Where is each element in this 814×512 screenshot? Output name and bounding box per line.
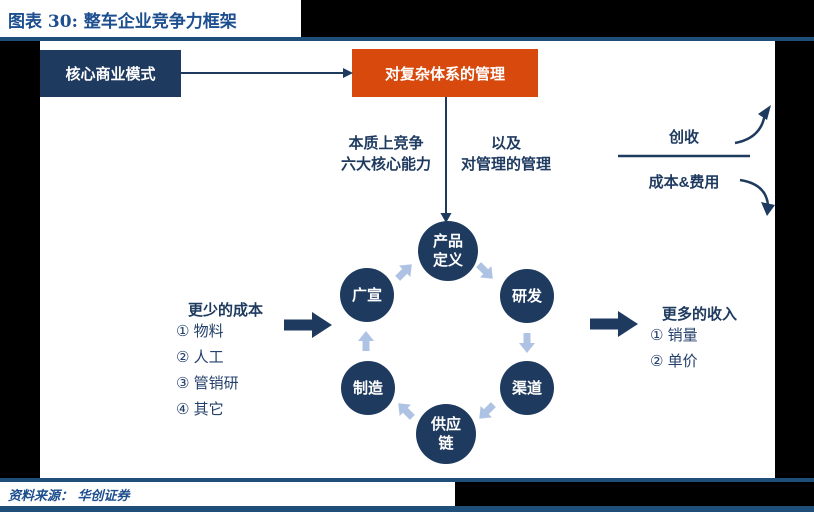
cycle-arrow-supply-to-manufacturing [398, 403, 415, 420]
core-business-model-box: 核心商业模式 [40, 50, 181, 97]
cycle-node-manufacturing: 制造 [341, 361, 395, 415]
bottom-divider-rule [0, 478, 814, 482]
top-divider-rule [0, 37, 814, 41]
box-connector-arrowhead [343, 68, 353, 78]
cycle-arrow-manufacturing-to-promotion [358, 331, 374, 351]
six-core-capabilities-label: 本质上竞争 六大核心能力 [328, 133, 444, 175]
more-revenue-list: ① 销量 ② 单价 [650, 323, 698, 375]
revenue-item-price: ② 单价 [650, 353, 698, 370]
cycle-node-channel: 渠道 [500, 361, 554, 415]
cycle-arrow-rnd-to-channel [519, 333, 535, 353]
more-revenue-block-arrow [590, 311, 638, 337]
management-of-management-line1: 以及 [490, 135, 521, 152]
node-manufacturing-label: 制造 [352, 379, 383, 397]
node-promotion-label: 广宣 [351, 286, 382, 304]
node-supply-line2: 链 [438, 435, 454, 452]
node-product-line2: 定义 [432, 252, 463, 269]
cycle-node-promotion: 广宣 [340, 268, 394, 322]
source-credit: 资料来源： 华创证券 [8, 489, 130, 504]
complex-system-management-box: 对复杂体系的管理 [352, 49, 538, 97]
revenue-up-arrowhead [758, 105, 771, 120]
node-supply-line1: 供应 [430, 416, 461, 433]
cycle-arrows [358, 262, 535, 420]
source-band: 资料来源： 华创证券 [0, 482, 455, 506]
cycle-node-rnd: 研发 [500, 269, 554, 323]
drop-arrowhead [440, 213, 452, 223]
cost-item-materials: ① 物料 [176, 323, 224, 340]
revenue-item-volume: ① 销量 [650, 327, 698, 344]
connector-layer [181, 68, 775, 420]
diagram-canvas: 核心商业模式 对复杂体系的管理 [40, 41, 775, 478]
less-cost-block-arrow [284, 312, 332, 338]
bottom-edge-bar [0, 506, 814, 512]
less-cost-list: ① 物料 ② 人工 ③ 管销研 ④ 其它 [176, 319, 239, 423]
figure-title-band: 图表 30: 整车企业竞争力框架 [0, 0, 301, 37]
node-channel-label: 渠道 [511, 379, 542, 397]
cycle-arrow-channel-to-supply [479, 402, 496, 419]
more-revenue-heading: 更多的收入 [662, 306, 738, 323]
revenue-label: 创收 [668, 129, 699, 146]
management-of-management-label: 以及 对管理的管理 [450, 133, 562, 175]
cycle-node-product-definition: 产品 定义 [418, 221, 478, 281]
six-core-capabilities-line1: 本质上竞争 [348, 135, 424, 152]
cost-expense-label: 成本&费用 [648, 174, 720, 191]
cycle-arrow-promotion-to-product [395, 264, 412, 281]
cost-item-labor: ② 人工 [176, 349, 224, 366]
cost-item-admin-sales-rnd: ③ 管销研 [176, 375, 239, 392]
cost-down-arrowhead [761, 202, 775, 216]
complex-system-management-label: 对复杂体系的管理 [384, 65, 505, 83]
node-product-line1: 产品 [432, 233, 463, 250]
cost-down-arrow [739, 178, 770, 206]
management-of-management-line2: 对管理的管理 [460, 156, 551, 173]
cycle-arrow-product-to-rnd [476, 262, 493, 279]
figure-title: 图表 30: 整车企业竞争力框架 [8, 12, 237, 32]
six-core-capabilities-line2: 六大核心能力 [340, 156, 431, 173]
cycle-node-supply-chain: 供应 链 [416, 404, 476, 464]
cost-item-other: ④ 其它 [176, 401, 224, 418]
node-rnd-label: 研发 [511, 287, 542, 305]
core-business-model-label: 核心商业模式 [65, 66, 156, 83]
less-cost-heading: 更少的成本 [188, 302, 264, 319]
